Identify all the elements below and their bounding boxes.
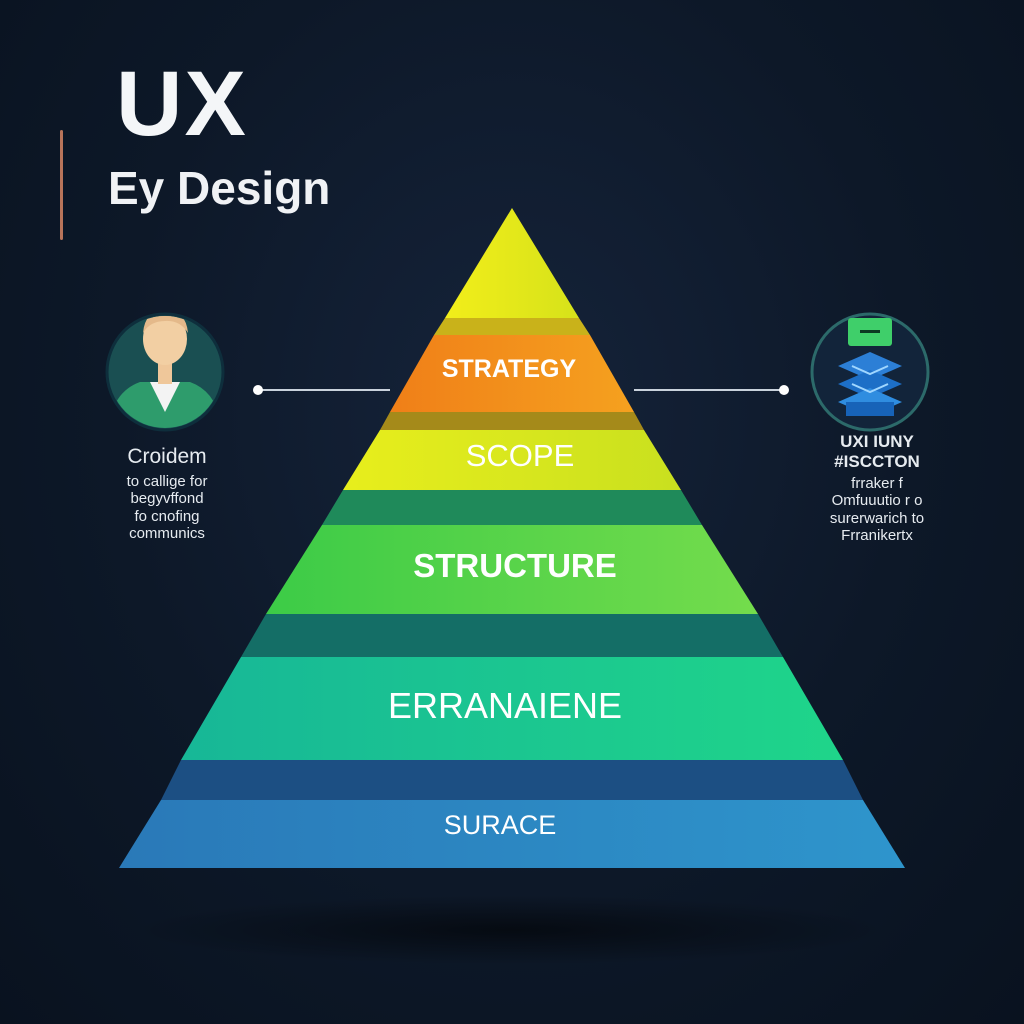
left-persona-card: Croidem to callige for begyvffond fo cno… — [92, 445, 242, 542]
left-persona-desc-line: begyvffond — [130, 490, 204, 508]
pyramid-step-errana — [241, 614, 783, 657]
right-persona-title: #ISCCTON — [834, 451, 920, 471]
layer-label-structure: STRUCTURE — [413, 547, 617, 584]
right-persona-title: UXI IUNY — [840, 432, 914, 451]
person-avatar-icon — [105, 312, 225, 432]
title-accent-bar — [60, 130, 63, 240]
pyramid-layer-structure — [266, 525, 758, 614]
pyramid-layer-scope — [343, 430, 681, 490]
pyramid-shadow — [130, 895, 890, 965]
pyramid-step-structure — [322, 490, 702, 525]
layer-label-errana: ERRANAIENE — [388, 685, 622, 726]
pyramid-layer-surface — [119, 800, 905, 868]
pyramid-apex — [445, 208, 579, 318]
layer-label-scope: SCOPE — [466, 438, 575, 473]
layer-label-surface: SURACE — [444, 810, 557, 840]
page-subtitle: Ey Design — [108, 162, 331, 214]
layer-label-strategy: STRATEGY — [442, 355, 577, 383]
left-persona-desc-line: to callige for — [126, 473, 208, 491]
pyramid-layer-errana — [181, 657, 843, 760]
page-title: UX — [116, 53, 248, 155]
pyramid-step-surface — [161, 760, 863, 800]
left-persona-desc-line: communics — [129, 524, 205, 542]
right-persona-desc-line: Frranikertx — [841, 526, 913, 544]
right-persona-desc-line: frraker f — [851, 475, 903, 493]
right-connector-dot — [779, 385, 789, 395]
left-persona-title: Croidem — [127, 445, 207, 468]
pyramid-step-strategy — [434, 318, 590, 335]
pyramid-layer-strategy — [390, 335, 634, 412]
pyramid-step-scope — [380, 412, 644, 430]
left-persona-desc-line: fo cnofing — [134, 507, 200, 525]
right-persona-desc-line: surerwarich to — [829, 509, 925, 527]
right-persona-description: frraker f Omfuuutio r o surerwarich to F… — [792, 475, 962, 544]
right-persona-card: UXI IUNY #ISCCTON frraker f Omfuuutio r … — [792, 432, 962, 544]
layered-stack-icon — [810, 312, 930, 432]
left-persona-description: to callige for begyvffond fo cnofing com… — [92, 473, 242, 542]
right-persona-desc-line: Omfuuutio r o — [831, 492, 923, 510]
left-connector-dot — [253, 385, 263, 395]
